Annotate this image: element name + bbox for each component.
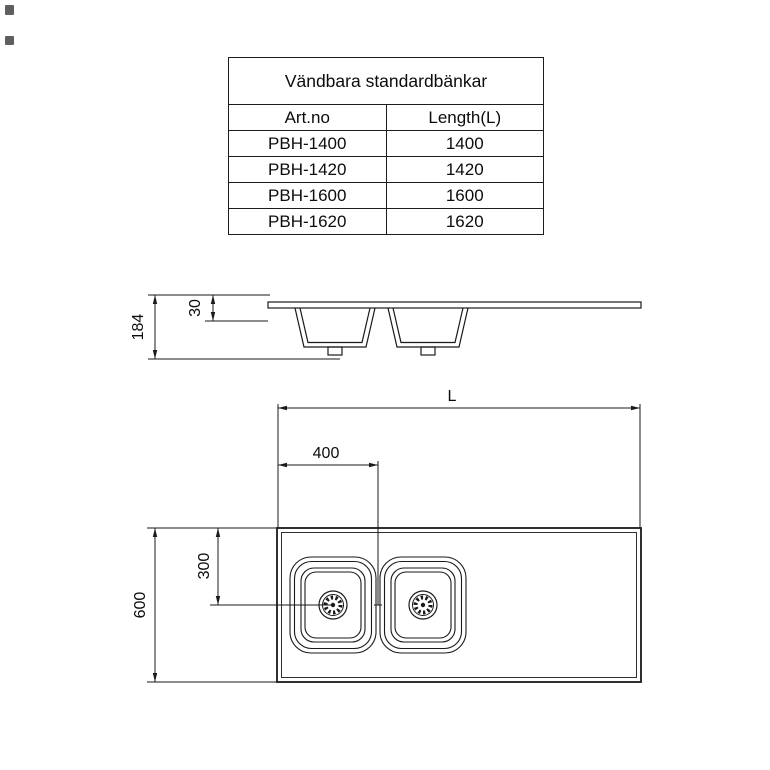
- worktop-profile: [267, 301, 642, 309]
- arrow-up-icon: [152, 528, 158, 537]
- table-row: PBH-1400 1400: [228, 130, 544, 157]
- side-view: [267, 301, 642, 356]
- drain-right-grate: [413, 595, 433, 615]
- bowl-right-inner-profile: [392, 307, 464, 344]
- sink-right-rim-2: [383, 560, 463, 650]
- cell-artno: PBH-1600: [228, 182, 387, 209]
- dimension-arrowheads: [152, 295, 640, 682]
- arrow-down-icon: [215, 596, 221, 605]
- table-title: Vändbara standardbänkar: [228, 57, 544, 105]
- top-view-dimension-lines: [147, 404, 641, 683]
- table-row: PBH-1420 1420: [228, 156, 544, 183]
- bowl-right-outer-profile: [387, 307, 469, 348]
- arrow-up-icon: [210, 295, 216, 304]
- artifact-mark: [5, 36, 14, 45]
- column-header-artno: Art.no: [228, 104, 387, 131]
- bowl-right-drain-stub: [420, 346, 436, 356]
- spec-table: Vändbara standardbänkar Art.no Length(L)…: [228, 57, 544, 235]
- artifact-mark: [5, 5, 14, 15]
- dim-label-30: 30: [187, 299, 204, 317]
- cell-length: 1600: [385, 182, 544, 209]
- arrow-right-icon: [369, 462, 378, 468]
- table-row: PBH-1600 1600: [228, 182, 544, 209]
- dim-label-184: 184: [130, 314, 147, 341]
- dim-label-L: L: [448, 388, 457, 405]
- arrow-left-icon: [278, 405, 287, 411]
- arrow-up-icon: [215, 528, 221, 537]
- drain-left-grate: [323, 595, 343, 615]
- drain-right-center: [420, 602, 426, 608]
- arrow-up-icon: [152, 295, 158, 304]
- arrow-left-icon: [278, 462, 287, 468]
- cell-length: 1620: [385, 208, 544, 235]
- side-view-dimension-lines: [148, 294, 340, 360]
- drain-right: [408, 590, 438, 620]
- dim-label-300: 300: [196, 553, 213, 580]
- sink-right-rim-3: [390, 567, 456, 643]
- drain-right-outer-ring: [408, 590, 438, 620]
- bowl-left-outer-profile: [294, 307, 376, 348]
- cell-length: 1400: [385, 130, 544, 157]
- arrow-down-icon: [210, 312, 216, 321]
- table-row: PBH-1620 1620: [228, 208, 544, 235]
- dim-label-600: 600: [132, 592, 149, 619]
- cell-artno: PBH-1400: [228, 130, 387, 157]
- table-header-row: Art.no Length(L): [228, 104, 544, 131]
- column-header-length: Length(L): [385, 104, 544, 131]
- cell-length: 1420: [385, 156, 544, 183]
- cell-artno: PBH-1420: [228, 156, 387, 183]
- dim-label-400: 400: [313, 445, 340, 462]
- arrow-right-icon: [631, 405, 640, 411]
- bowl-left-drain-stub: [327, 346, 343, 356]
- drain-right-mid-ring: [412, 594, 434, 616]
- cell-artno: PBH-1620: [228, 208, 387, 235]
- bowl-left-inner-profile: [299, 307, 371, 344]
- sink-right-rim-4: [394, 571, 452, 639]
- arrow-down-icon: [152, 673, 158, 682]
- arrow-down-icon: [152, 350, 158, 359]
